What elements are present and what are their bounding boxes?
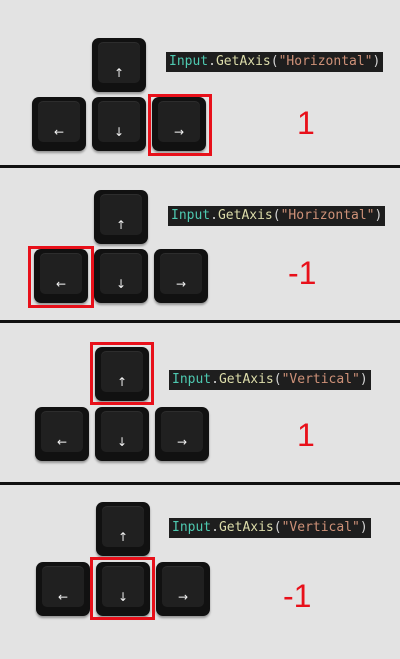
- key-up: ↑: [96, 502, 150, 556]
- pressed-key-highlight: [90, 557, 155, 620]
- arrow-up-icon: ↑: [115, 218, 127, 232]
- arrow-left-icon: ←: [53, 125, 65, 139]
- pressed-key-highlight: [148, 94, 212, 156]
- arrow-up-icon: ↑: [117, 530, 129, 544]
- key-left: ←: [35, 407, 89, 461]
- arrow-right-icon: →: [175, 277, 187, 291]
- key-down: ↓: [95, 407, 149, 461]
- divider: [0, 320, 400, 323]
- axis-value: 1: [297, 105, 315, 141]
- arrow-up-icon: ↑: [113, 66, 125, 80]
- arrow-up-icon: ↑: [116, 375, 128, 389]
- key-left: ←: [32, 97, 86, 151]
- arrow-down-icon: ↓: [113, 125, 125, 139]
- arrow-down-icon: ↓: [116, 435, 128, 449]
- key-right: →: [155, 407, 209, 461]
- key-up: ↑: [94, 190, 148, 244]
- key-right: →: [156, 562, 210, 616]
- arrow-left-icon: ←: [57, 590, 69, 604]
- key-right: →: [152, 97, 206, 151]
- arrow-right-icon: →: [173, 125, 185, 139]
- key-right: →: [154, 249, 208, 303]
- pressed-key-highlight: [90, 342, 154, 405]
- key-left: ←: [34, 249, 88, 303]
- divider: [0, 482, 400, 485]
- arrow-left-icon: ←: [55, 277, 67, 291]
- code-snippet: Input.GetAxis("Vertical"): [169, 518, 371, 538]
- arrow-down-icon: ↓: [117, 590, 129, 604]
- key-down: ↓: [92, 97, 146, 151]
- key-up: ↑: [92, 38, 146, 92]
- axis-value: -1: [283, 578, 312, 614]
- key-down: ↓: [96, 562, 150, 616]
- axis-value: 1: [297, 417, 315, 453]
- pressed-key-highlight: [28, 246, 94, 308]
- key-down: ↓: [94, 249, 148, 303]
- panel-vertical-up: ↑ ← ↓ → Input.GetAxis("Vertical") 1: [35, 342, 371, 461]
- arrow-down-icon: ↓: [115, 277, 127, 291]
- code-snippet: Input.GetAxis("Horizontal"): [168, 206, 386, 226]
- key-left: ←: [36, 562, 90, 616]
- divider: [0, 165, 400, 168]
- code-snippet: Input.GetAxis("Horizontal"): [166, 52, 384, 72]
- axis-value: -1: [288, 255, 317, 291]
- arrow-right-icon: →: [177, 590, 189, 604]
- key-up: ↑: [95, 347, 149, 401]
- arrow-left-icon: ←: [56, 435, 68, 449]
- code-snippet: Input.GetAxis("Vertical"): [169, 370, 371, 390]
- panel-horizontal-left: ↑ ← ↓ → Input.GetAxis("Horizontal") -1: [0, 0, 400, 320]
- arrow-right-icon: →: [176, 435, 188, 449]
- panel-horizontal-right: ↑ ← ↓ → Input.GetAxis("Horizontal") 1: [0, 0, 400, 166]
